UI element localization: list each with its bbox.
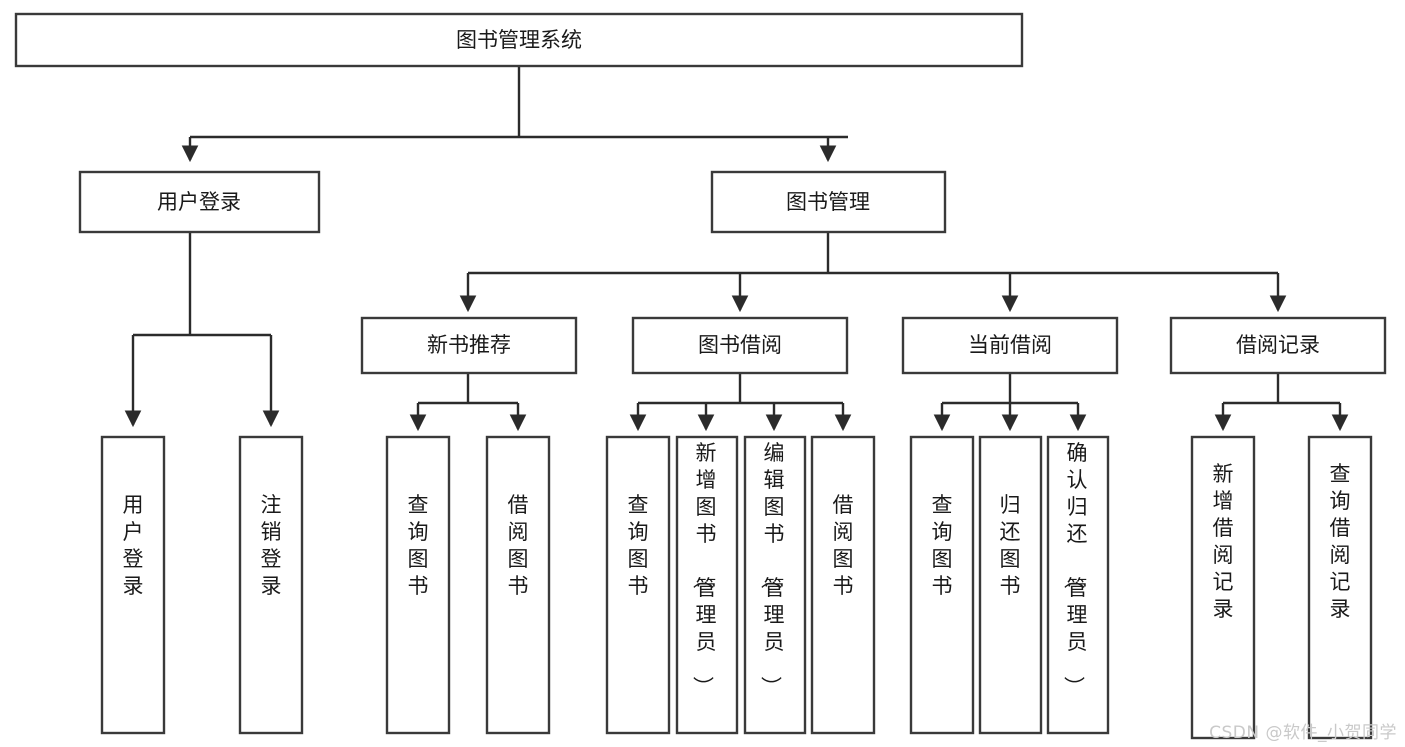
node-leaf-query-book-1-box[interactable] xyxy=(385,435,451,735)
node-root-box[interactable] xyxy=(14,12,1024,68)
node-leaf-query-book-3-label: 查询图书 xyxy=(932,493,953,598)
node-leaf-confirm-return-label: 确认归还（管理员） xyxy=(1062,441,1088,697)
node-leaf-return-book-box[interactable] xyxy=(978,435,1043,735)
node-leaf-logout[interactable]: 注销登录 xyxy=(238,435,304,735)
node-leaf-borrow-book-1-box[interactable] xyxy=(485,435,551,735)
node-leaf-query-book-1-label: 查询图书 xyxy=(408,493,429,598)
node-leaf-add-book[interactable]: 新增图书（管理员） xyxy=(675,435,739,735)
node-leaf-borrow-book-1-label: 借阅图书 xyxy=(508,493,529,598)
node-leaf-user-login-box[interactable] xyxy=(100,435,166,735)
node-leaf-borrow-book-1[interactable]: 借阅图书 xyxy=(485,435,551,735)
node-leaf-edit-book-box[interactable] xyxy=(743,435,807,735)
node-leaf-query-book-2[interactable]: 查询图书 xyxy=(605,435,671,735)
node-book-manage-box[interactable] xyxy=(710,170,947,234)
node-current-borrow-box[interactable] xyxy=(901,316,1119,375)
node-leaf-add-book-label: 新增图书（管理员） xyxy=(691,441,717,697)
node-new-book-recommend[interactable]: 新书推荐 xyxy=(360,316,578,375)
csdn-watermark: CSDN @软件_小贺同学 xyxy=(1209,723,1397,743)
node-current-borrow[interactable]: 当前借阅 xyxy=(901,316,1119,375)
connector-group-book-borrow xyxy=(629,373,852,432)
node-user-login-box[interactable] xyxy=(78,170,321,234)
node-borrow-record[interactable]: 借阅记录 xyxy=(1169,316,1387,375)
node-root-label: 图书管理系统 xyxy=(456,28,582,52)
node-leaf-confirm-return[interactable]: 确认归还（管理员） xyxy=(1046,435,1110,735)
node-book-borrow-box[interactable] xyxy=(631,316,849,375)
connector-group-book-manage xyxy=(459,232,1287,313)
node-leaf-query-record-label: 查询借阅记录 xyxy=(1330,462,1351,621)
node-root[interactable]: 图书管理系统 xyxy=(14,12,1024,68)
node-leaf-query-record-box[interactable] xyxy=(1307,435,1373,740)
node-leaf-logout-box[interactable] xyxy=(238,435,304,735)
node-leaf-user-login-label: 用户登录 xyxy=(123,493,144,598)
node-leaf-edit-book[interactable]: 编辑图书（管理员） xyxy=(743,435,807,735)
node-book-borrow-label: 图书借阅 xyxy=(698,333,782,357)
connector-group-current-borrow xyxy=(933,373,1087,432)
node-leaf-query-book-3-box[interactable] xyxy=(909,435,975,735)
node-borrow-record-box[interactable] xyxy=(1169,316,1387,375)
node-leaf-logout-label: 注销登录 xyxy=(261,493,282,598)
connector-group-borrow-record xyxy=(1214,373,1349,432)
node-leaf-add-record-box[interactable] xyxy=(1190,435,1256,740)
node-leaf-borrow-book-2[interactable]: 借阅图书 xyxy=(810,435,876,735)
node-leaf-query-book-2-label: 查询图书 xyxy=(628,493,649,598)
node-leaf-query-book-2-box[interactable] xyxy=(605,435,671,735)
node-user-login-label: 用户登录 xyxy=(157,190,241,214)
node-book-manage-label: 图书管理 xyxy=(786,190,870,214)
node-leaf-confirm-return-box[interactable] xyxy=(1046,435,1110,735)
node-book-borrow[interactable]: 图书借阅 xyxy=(631,316,849,375)
node-leaf-return-book[interactable]: 归还图书 xyxy=(978,435,1043,735)
node-borrow-record-label: 借阅记录 xyxy=(1236,333,1320,357)
node-leaf-query-record[interactable]: 查询借阅记录 xyxy=(1307,435,1373,740)
node-leaf-user-login[interactable]: 用户登录 xyxy=(100,435,166,735)
node-leaf-query-book-3[interactable]: 查询图书 xyxy=(909,435,975,735)
node-new-book-recommend-label: 新书推荐 xyxy=(427,333,511,357)
node-user-login[interactable]: 用户登录 xyxy=(78,170,321,234)
node-new-book-recommend-box[interactable] xyxy=(360,316,578,375)
node-leaf-add-record[interactable]: 新增借阅记录 xyxy=(1190,435,1256,740)
node-book-manage[interactable]: 图书管理 xyxy=(710,170,947,234)
node-leaf-return-book-label: 归还图书 xyxy=(1000,493,1021,598)
connector-group-user-login xyxy=(124,232,280,428)
node-current-borrow-label: 当前借阅 xyxy=(968,333,1052,357)
node-leaf-edit-book-label: 编辑图书（管理员） xyxy=(759,441,785,697)
connector-group-root xyxy=(181,66,848,163)
node-leaf-borrow-book-2-box[interactable] xyxy=(810,435,876,735)
node-leaf-query-book-1[interactable]: 查询图书 xyxy=(385,435,451,735)
node-leaf-borrow-book-2-label: 借阅图书 xyxy=(833,493,854,598)
node-leaf-add-book-box[interactable] xyxy=(675,435,739,735)
connector-group-new-book-recommend xyxy=(409,373,527,432)
node-leaf-add-record-label: 新增借阅记录 xyxy=(1213,462,1234,621)
